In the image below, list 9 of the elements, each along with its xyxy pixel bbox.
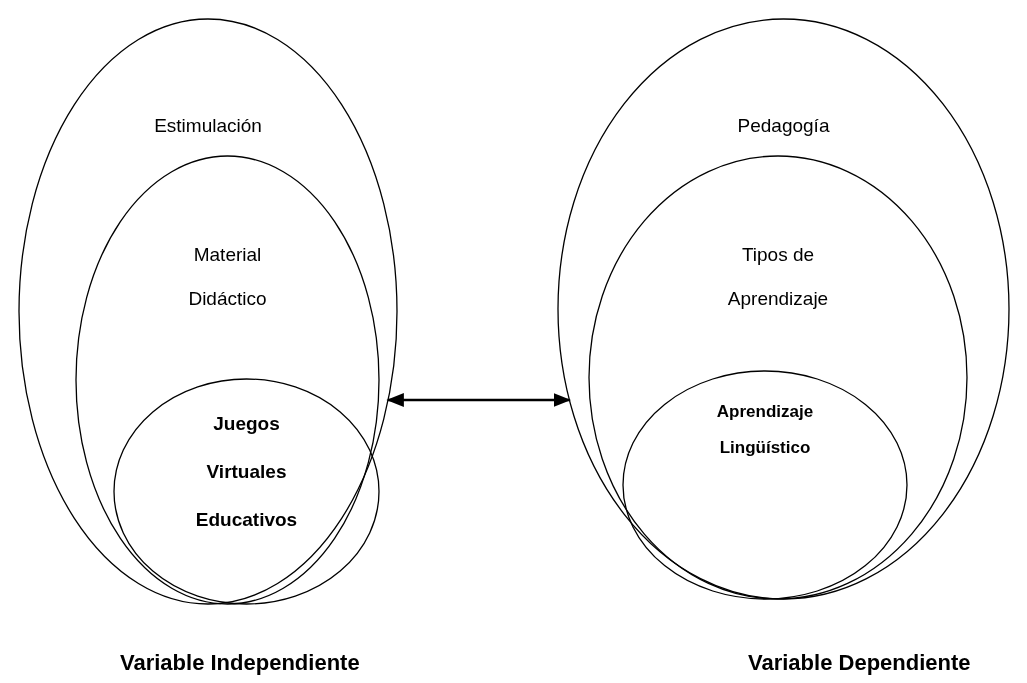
oval-label: Material Didáctico [187,243,268,311]
oval-label: Tipos de Aprendizaje [726,243,830,311]
oval-label: Estimulación [153,114,263,138]
oval-label: Juegos Virtuales Educativos [194,412,299,532]
variable-caption: Variable Dependiente [748,650,971,676]
double-arrow [386,393,572,407]
variable-caption: Variable Independiente [120,650,360,676]
oval-label: Aprendizaje Lingüístico [715,401,815,459]
oval-label: Pedagogía [736,114,831,138]
